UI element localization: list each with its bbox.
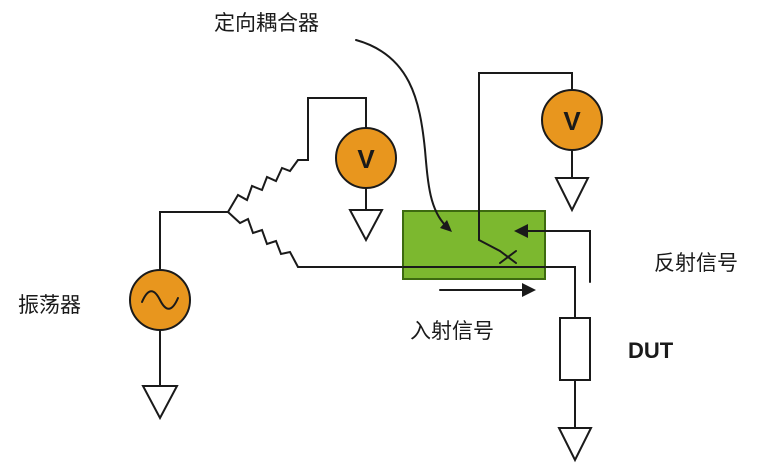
incident-label: 入射信号 <box>410 319 494 343</box>
meter-2-wire <box>478 72 573 241</box>
main-line <box>297 266 576 319</box>
reflected-label: 反射信号 <box>654 251 738 275</box>
coupler-pointer <box>355 39 447 227</box>
coupler-pointer-arrowhead <box>440 220 452 232</box>
ground-icon <box>557 427 593 463</box>
incident-arrowhead <box>522 283 536 297</box>
dut-box <box>559 317 591 381</box>
voltmeter-symbol: V <box>563 106 581 136</box>
voltmeter-icon: V <box>541 89 603 151</box>
meter-1-wire <box>297 97 367 161</box>
directional-coupler <box>402 210 546 280</box>
ground-icon <box>141 385 179 421</box>
reflected-arrowhead <box>514 224 528 238</box>
dut-label: DUT <box>628 338 674 363</box>
coupler-cross-icon <box>499 250 517 264</box>
ground-icon <box>348 209 384 243</box>
voltmeter-icon: V <box>335 127 397 189</box>
coupler-label: 定向耦合器 <box>214 11 319 35</box>
voltmeter-symbol: V <box>357 144 375 174</box>
ground-icon <box>554 177 590 213</box>
resistor-icon <box>227 159 299 213</box>
ac-source-icon <box>129 269 191 331</box>
oscillator-branch <box>159 211 229 387</box>
resistor-icon <box>227 211 299 268</box>
oscillator-label: 振荡器 <box>18 293 81 317</box>
reflected-arrow <box>525 230 591 283</box>
